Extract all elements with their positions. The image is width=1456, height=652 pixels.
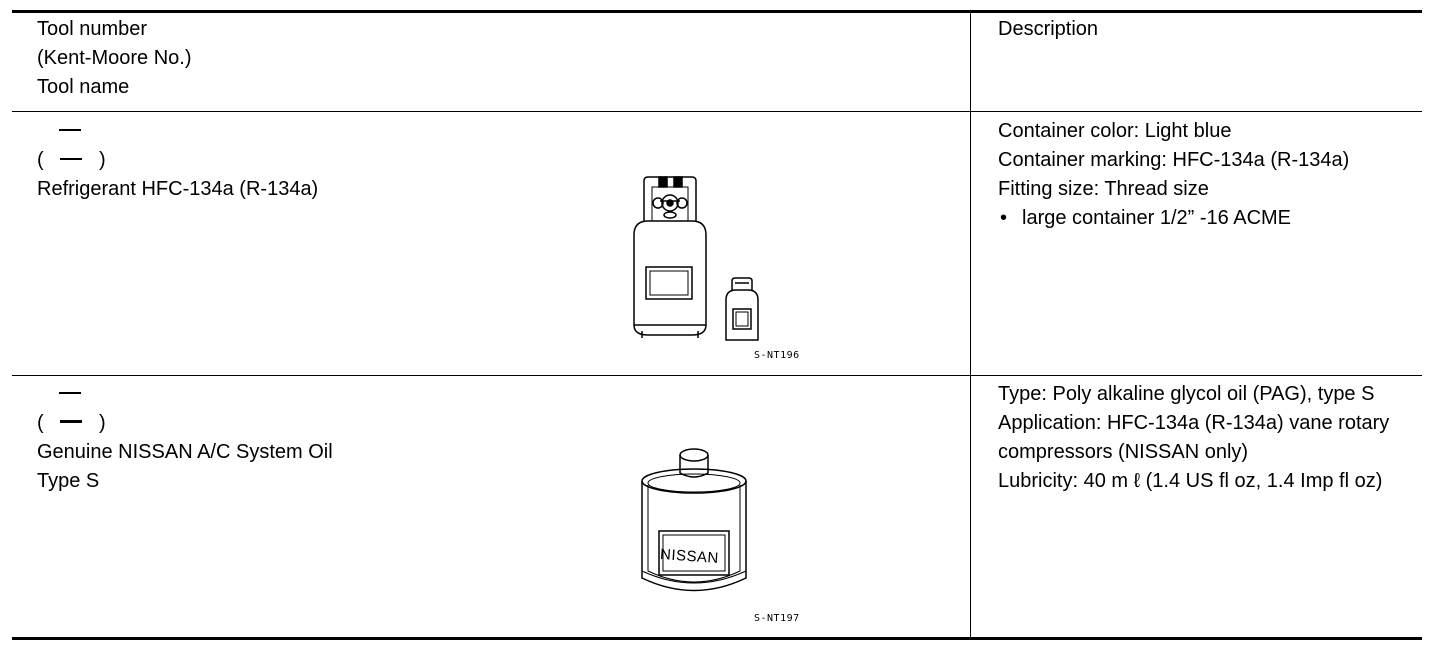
header-description: Description [998, 18, 1099, 40]
header-tool-number: Tool number [37, 18, 148, 40]
tool-name: Refrigerant HFC-134a (R-134a) [37, 178, 319, 200]
kent-moore-dash [60, 157, 83, 160]
tool-name: Genuine NISSAN A/C System Oil [37, 441, 333, 463]
tool-number-dash [59, 128, 81, 131]
bullet-icon: • [1000, 207, 1008, 229]
figure-code: S-NT197 [754, 613, 800, 624]
description-line: Lubricity: 40 m ℓ (1.4 US fl oz, 1.4 Imp… [998, 470, 1383, 492]
description-line: Application: HFC-134a (R-134a) vane rota… [998, 412, 1390, 463]
description-line: Container marking: HFC-134a (R-134a) [998, 149, 1350, 171]
tool-name: Type S [37, 470, 100, 492]
table-bottom-rule [12, 637, 1422, 640]
tool-number [37, 380, 333, 409]
description-bullet: • large container 1/2” -16 ACME [998, 204, 1408, 233]
kent-moore-dash [60, 420, 83, 424]
kent-moore-number: ( ) [37, 149, 106, 171]
refrigerant-cans-illustration [633, 176, 759, 341]
description-line: Fitting size: Thread size [998, 178, 1209, 200]
tool-number-dash [59, 391, 81, 394]
header-divider [12, 111, 1422, 112]
header-tool-name: Tool name [37, 76, 130, 98]
description-cell: Type: Poly alkaline glycol oil (PAG), ty… [998, 380, 1408, 496]
description-line: Type: Poly alkaline glycol oil (PAG), ty… [998, 383, 1375, 405]
row-divider [12, 375, 1422, 376]
figure-code: S-NT196 [754, 350, 800, 361]
description-line: Container color: Light blue [998, 120, 1232, 142]
header-tool-column: Tool number (Kent-Moore No.) Tool name [37, 15, 192, 102]
kent-moore-number: ( ) [37, 412, 106, 434]
table-top-rule [12, 10, 1422, 13]
table-row: ( ) Refrigerant HFC-134a (R-134a) [37, 117, 318, 204]
description-cell: Container color: Light blue Container ma… [998, 117, 1408, 233]
tool-table: Tool number (Kent-Moore No.) Tool name D… [12, 10, 1422, 640]
table-row: ( ) Genuine NISSAN A/C System Oil Type S [37, 380, 333, 496]
column-divider [970, 13, 971, 637]
oil-can-illustration [641, 448, 747, 592]
tool-number [37, 117, 318, 146]
header-kent-moore: (Kent-Moore No.) [37, 47, 192, 69]
